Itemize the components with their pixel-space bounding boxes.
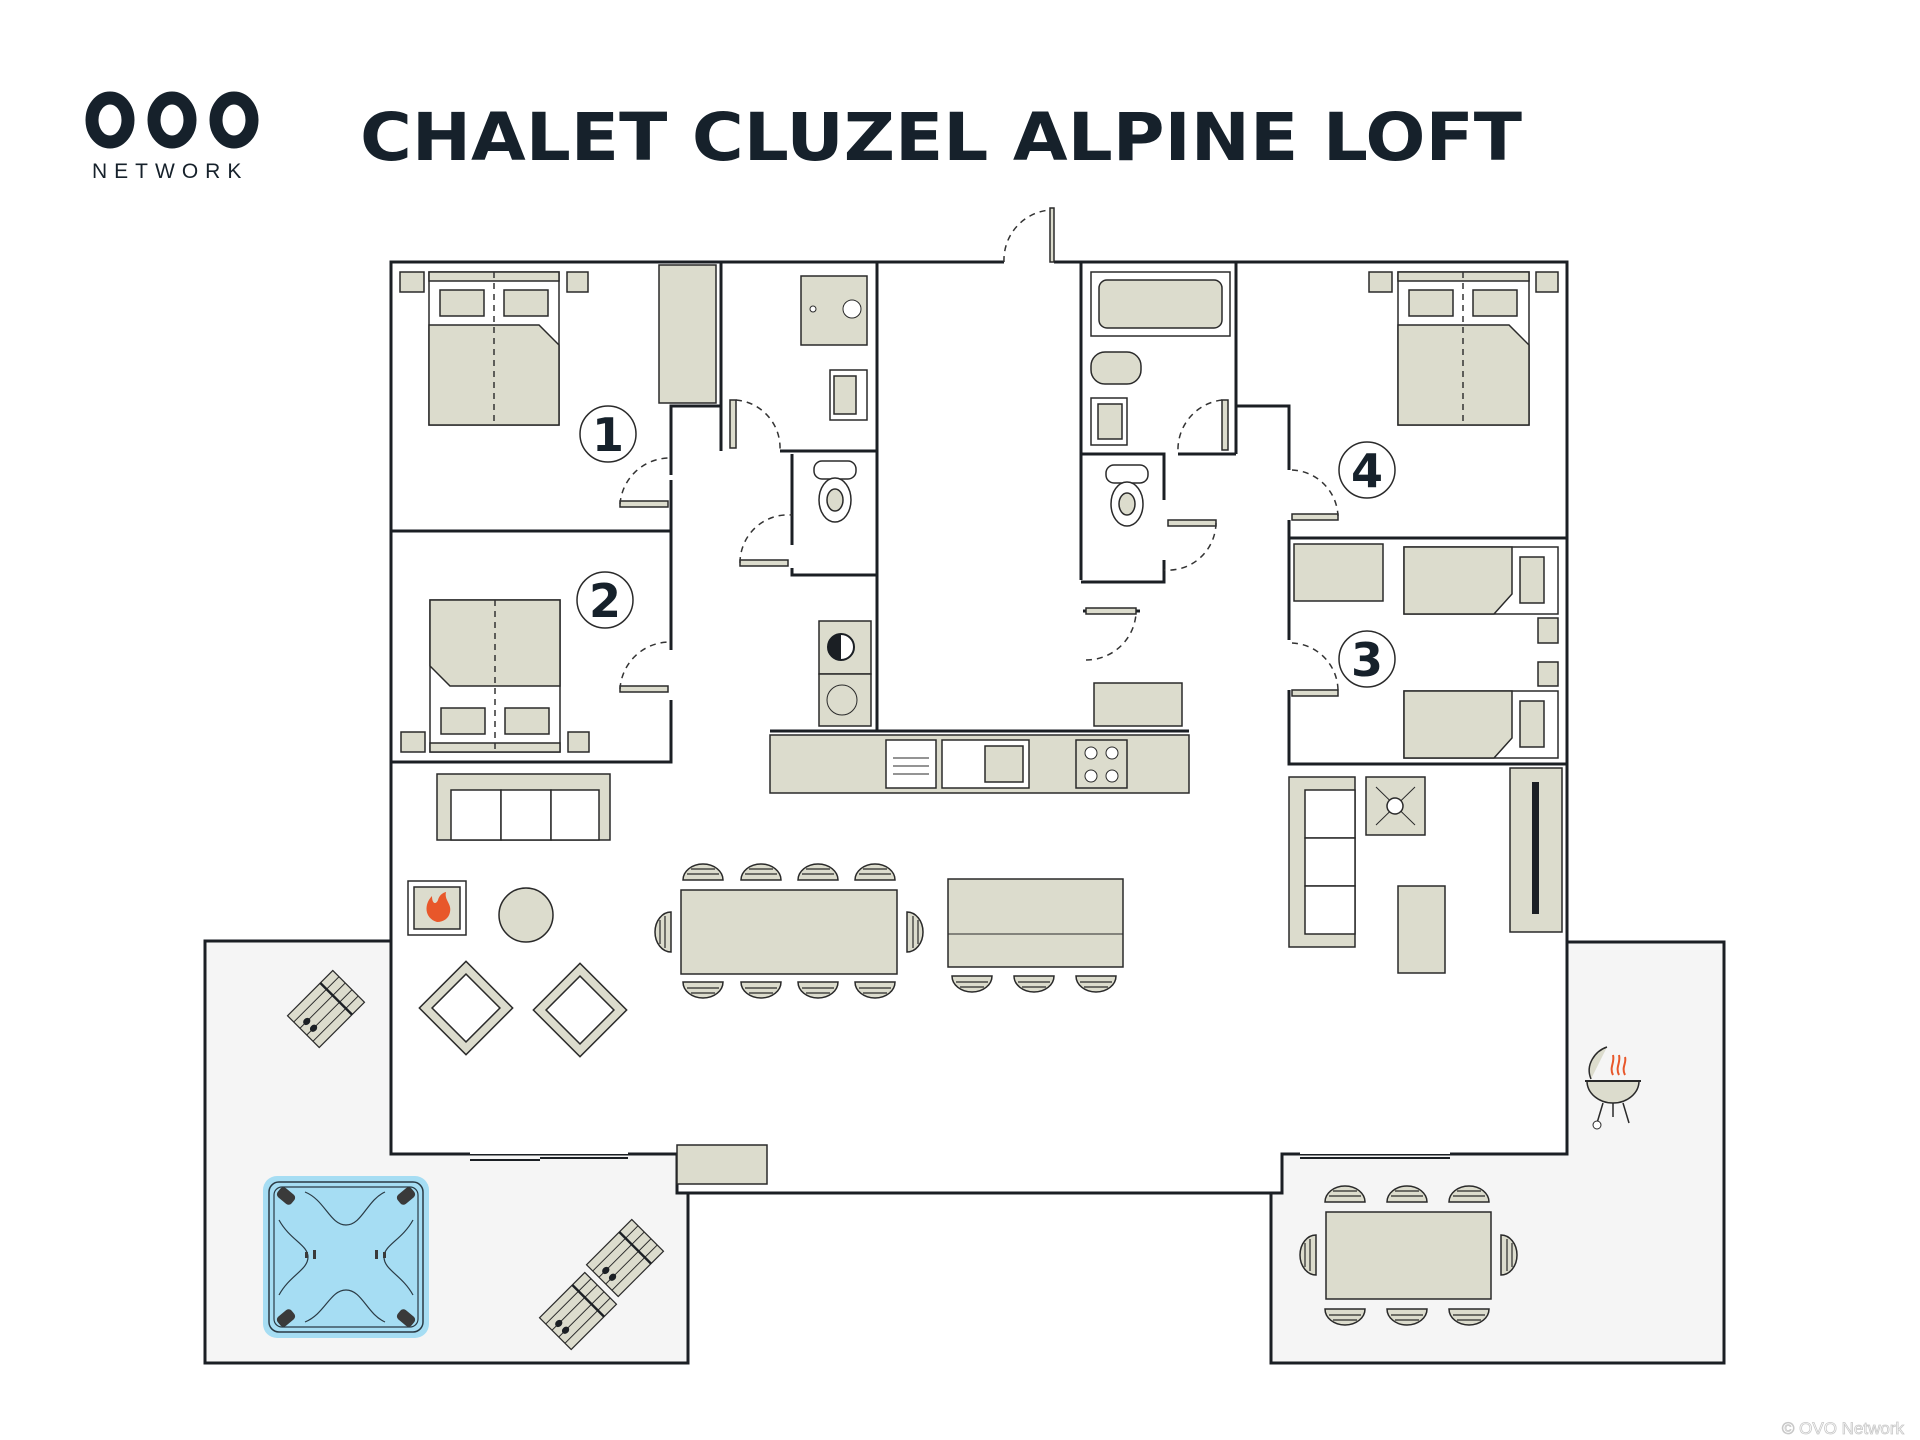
interior-walls [391,262,1567,766]
sofa-right [1288,776,1356,948]
bidet [1090,351,1142,385]
bathroom-2-sink [1090,397,1128,446]
bathroom-2-door[interactable] [1177,399,1229,453]
bedroom-1-bed [399,271,589,426]
shower [800,275,868,346]
bedroom-1-door[interactable] [619,457,672,508]
room-number-3: 3 [1338,630,1396,688]
svg-text:3: 3 [1351,633,1383,687]
nightstand [1537,617,1559,644]
wc-1-door[interactable] [739,514,793,567]
oven [885,739,937,789]
toilet-2 [1105,464,1149,527]
bathroom-1-door[interactable] [729,399,781,451]
outdoor-dining-table [1325,1211,1492,1300]
sofa-left [436,773,611,841]
svg-text:2: 2 [589,574,621,628]
bedroom-1-wardrobe [658,264,717,404]
wood-stove [407,880,467,936]
bbq-grill [1585,1046,1641,1130]
wc-2-door[interactable] [1163,519,1217,571]
page-title: CHALET CLUZEL ALPINE LOFT [360,99,1522,176]
bedroom-2-bed [400,599,590,753]
bathtub [1090,271,1231,337]
entrance-door[interactable] [1003,207,1055,263]
logo-network-text: NETWORK [92,160,248,183]
copyright-text: © OVO Network [1782,1419,1905,1438]
hob [1075,739,1128,789]
bedroom-3-single-bed-2 [1403,690,1559,759]
round-side-table [498,887,554,943]
nightstand [1537,661,1559,687]
hot-tub [263,1176,429,1338]
dryer [818,620,872,675]
tv-icon [1532,782,1539,914]
hall-door[interactable] [1085,607,1137,661]
entry-cabinet [676,1144,768,1185]
kitchen-island [947,878,1124,968]
flame-icon [1610,1054,1627,1076]
bedroom-4-door[interactable] [1291,469,1339,521]
washing-machine [818,673,872,727]
room-number-1: 1 [579,405,637,463]
bathroom-1-sink [829,369,868,421]
side-table-lamp [1365,776,1426,836]
hall-cabinet [1093,682,1183,727]
dining-table [680,889,898,975]
room-number-2: 2 [576,571,634,629]
bedroom-2-door[interactable] [619,641,672,693]
armchair [532,962,628,1058]
room-number-4: 4 [1338,441,1396,499]
svg-text:4: 4 [1351,444,1383,498]
exterior-walls [389,260,1569,1195]
coffee-table [1397,885,1446,974]
toilet-1 [813,460,857,523]
kitchen-counter [769,734,1190,794]
bedroom-3-single-bed-1 [1403,546,1559,615]
tv-unit [1509,767,1563,933]
bedroom-3-door[interactable] [1291,642,1339,697]
fire-icon [426,892,451,922]
svg-text:1: 1 [592,408,624,462]
ovo-logo-mark [85,91,259,149]
ovo-network-logo: NETWORK [85,91,259,183]
armchair [418,960,514,1056]
bedroom-4-bed [1368,271,1559,426]
bedroom-3-desk [1293,543,1384,602]
